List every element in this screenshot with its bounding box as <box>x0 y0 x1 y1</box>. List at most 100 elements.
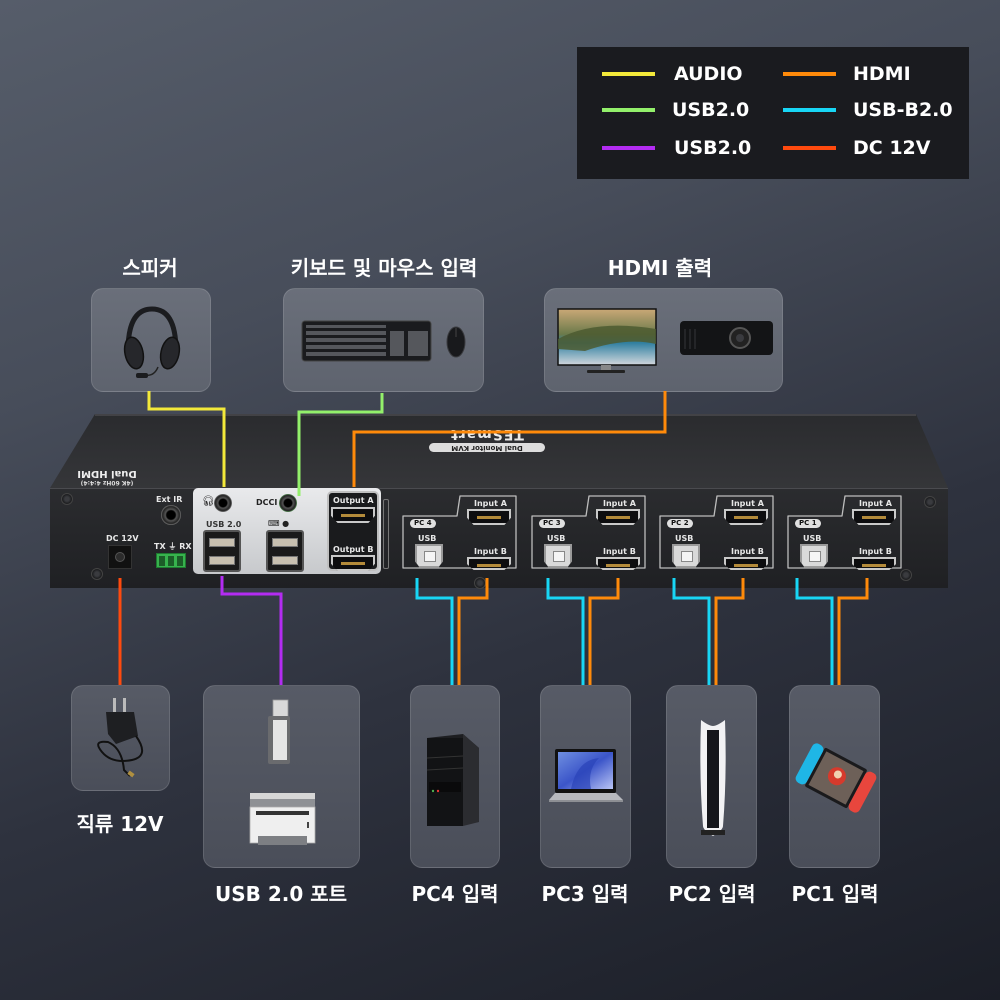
pc4-input-b-port[interactable] <box>467 557 511 570</box>
pc3-input-b-port[interactable] <box>596 557 640 570</box>
usb-label: USB <box>547 534 566 543</box>
audio-jack[interactable] <box>214 494 232 512</box>
usb-2-port[interactable] <box>203 530 241 572</box>
dc-line-swatch <box>783 146 836 150</box>
legend-label: USB2.0 <box>674 137 752 159</box>
pc2-input-b-port[interactable] <box>724 557 768 570</box>
txrx-label: TX ⏚ RX <box>154 542 192 551</box>
pc2-label: PC2 입력 <box>668 882 756 906</box>
pc2-usb-b-cable <box>672 578 711 686</box>
output-a-hdmi-port[interactable] <box>331 507 375 523</box>
dc-12v-label: DC 12V <box>106 534 139 543</box>
keyboard-mouse-icon <box>301 320 466 362</box>
kvm-brand-name: TESmart <box>450 426 524 442</box>
legend-label: USB-B2.0 <box>853 99 953 121</box>
legend-item-hdmi: HDMI <box>783 62 911 86</box>
legend-item-usb-purple: USB2.0 <box>602 136 751 160</box>
input-a-label: Input A <box>859 499 892 508</box>
pc1-label: PC1 입력 <box>791 882 879 906</box>
keyboard-mouse-usb-port[interactable] <box>266 530 304 572</box>
input-b-label: Input B <box>474 547 507 556</box>
pc4-usb-b-cable <box>415 578 454 686</box>
hdmi-output-heading: HDMI 출력 <box>607 256 713 280</box>
input-a-label: Input A <box>474 499 507 508</box>
cable-legend: AUDIO USB2.0 USB2.0 HDMI USB-B2.0 DC 12V <box>577 47 969 179</box>
pc3-card <box>540 685 631 868</box>
output-b-label: Output B <box>333 545 374 554</box>
pc2-usb-b-port[interactable] <box>672 544 700 568</box>
pc2-card <box>666 685 757 868</box>
speaker-heading: 스피커 <box>122 256 178 280</box>
dcci-jack[interactable] <box>279 494 297 512</box>
pc-tag: PC 3 <box>539 519 565 528</box>
usb-green-line-swatch <box>602 108 655 112</box>
legend-item-dc: DC 12V <box>783 136 930 160</box>
pc2-port-group: PC 2 USB Input A Input B <box>657 492 777 572</box>
pc2-input-a-port[interactable] <box>724 509 768 525</box>
pc3-usb-b-port[interactable] <box>544 544 572 568</box>
screw-icon <box>91 568 103 580</box>
input-b-label: Input B <box>731 547 764 556</box>
hdmi-output-card <box>544 288 783 392</box>
pc1-input-b-port[interactable] <box>852 557 896 570</box>
pc-group-outline <box>659 495 774 569</box>
output-b-hdmi-port[interactable] <box>331 555 375 571</box>
pc-group-outline <box>787 495 902 569</box>
usb-label: USB <box>418 534 437 543</box>
usb-label: USB <box>803 534 822 543</box>
kvm-model-label: (4K 60Hz 4:4:4) Dual HDMI <box>66 466 148 486</box>
kvm-brand-subtitle: Dual Monitor KVM <box>429 443 545 452</box>
output-group: Output A Output B <box>327 491 379 571</box>
usb-drive-printer-icon <box>249 699 316 845</box>
legend-item-usb-green: USB2.0 <box>602 98 749 122</box>
pc-tag: PC 1 <box>795 519 821 528</box>
screw-icon <box>900 569 912 581</box>
power-label: 직류 12V <box>76 812 164 836</box>
pc-tag: PC 2 <box>667 519 693 528</box>
usb-port-label: USB 2.0 포트 <box>214 882 348 906</box>
screw-icon <box>474 577 486 589</box>
headset-icon <box>123 306 181 378</box>
input-b-label: Input B <box>859 547 892 556</box>
speaker-card <box>91 288 211 392</box>
dcci-label: DCCI <box>256 498 278 507</box>
handheld-console-icon <box>795 743 877 813</box>
legend-item-audio: AUDIO <box>602 62 743 86</box>
kvm-model-sub: (4K 60Hz 4:4:4) <box>80 479 134 486</box>
pc4-label: PC4 입력 <box>411 882 499 906</box>
power-adapter-icon <box>97 698 143 778</box>
pc3-port-group: PC 3 USB Input A Input B <box>529 492 649 572</box>
usb-label: USB <box>675 534 694 543</box>
txrx-terminal[interactable] <box>156 553 186 568</box>
screw-icon <box>924 496 936 508</box>
keyboard-mouse-card <box>283 288 484 392</box>
desktop-tower-icon <box>426 734 479 826</box>
game-console-icon <box>700 720 726 836</box>
output-a-label: Output A <box>333 496 374 505</box>
divider <box>383 499 389 569</box>
monitor-projector-icon <box>557 308 773 373</box>
ext-ir-label: Ext IR <box>156 495 183 504</box>
dc-power-jack[interactable] <box>108 545 132 569</box>
pc3-input-a-port[interactable] <box>596 509 640 525</box>
pc4-input-a-port[interactable] <box>467 509 511 525</box>
pc1-port-group: PC 1 USB Input A Input B <box>785 492 905 572</box>
legend-label: HDMI <box>853 63 911 85</box>
usb-port-card <box>203 685 360 868</box>
pc-group-outline <box>402 495 517 569</box>
kvm-front-panel: DC 12V Ext IR TX ⏚ RX 🎧︎ DCCI USB 2.0 ⌨ … <box>50 488 948 589</box>
pc3-usb-b-cable <box>546 578 585 686</box>
screw-icon <box>61 493 73 505</box>
pc3-label: PC3 입력 <box>541 882 629 906</box>
pc4-hdmi-cable <box>457 578 489 686</box>
pc1-input-a-port[interactable] <box>852 509 896 525</box>
pc1-usb-b-port[interactable] <box>800 544 828 568</box>
usb-purple-line-swatch <box>602 146 655 150</box>
legend-label: USB2.0 <box>672 99 750 121</box>
pc4-usb-b-port[interactable] <box>415 544 443 568</box>
pc3-hdmi-cable <box>588 578 620 686</box>
input-a-label: Input A <box>603 499 636 508</box>
ext-ir-jack[interactable] <box>161 505 181 525</box>
legend-label: DC 12V <box>853 137 931 159</box>
keyboard-mouse-heading: 키보드 및 마우스 입력 <box>290 256 478 280</box>
